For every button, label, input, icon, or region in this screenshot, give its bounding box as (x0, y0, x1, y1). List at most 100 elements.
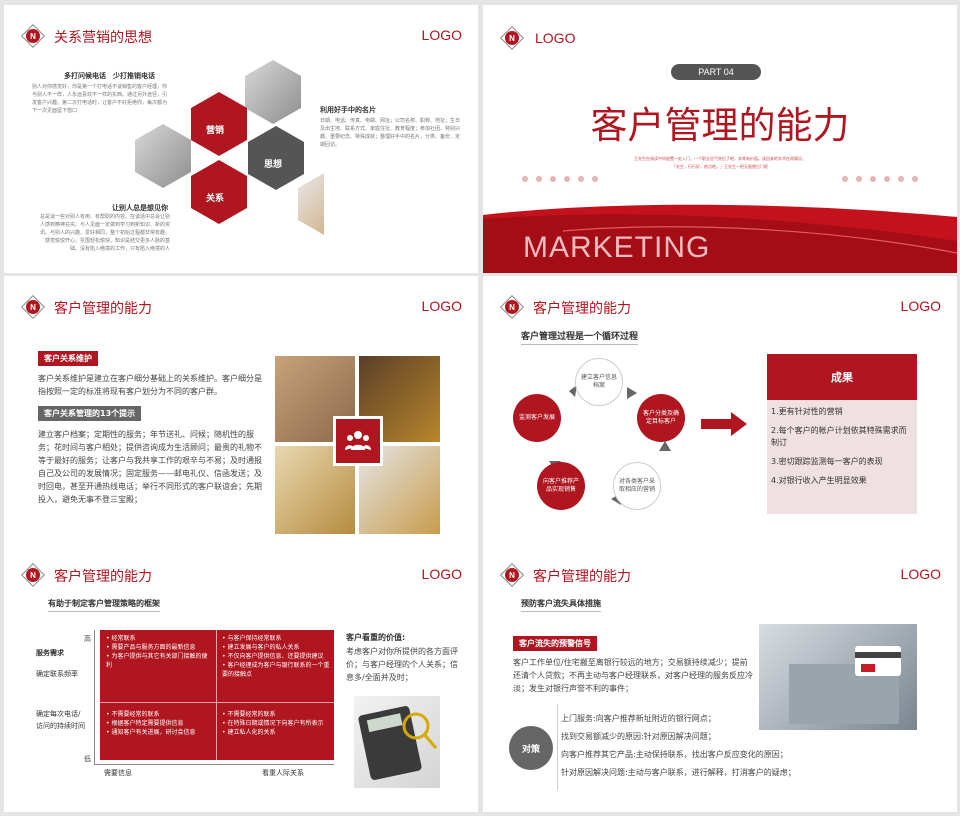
slide-title: 客户管理的能力 (533, 301, 631, 317)
node-monitor-development: 监测客户发展 (513, 394, 561, 442)
tips-text: 建立客户档案；定期性的服务；年节送礼、问候；随机性的服务；花时间与客户相处；提供… (38, 430, 262, 504)
maintenance-text: 客户关系维护是建立在客户细分基础上的关系维护。客户细分是指按照一定的标准将现有客… (38, 374, 262, 396)
photo-credit-card (759, 624, 917, 730)
quadrant-info-high: • 经常联系• 需要产品与服务方面的最新信息• 为客户提供与其它有关部门接触的便… (106, 635, 208, 669)
warning-text: 客户工作单位/住宅搬至离银行较远的地方；交易额持续减少；提前还清个人贷款；不再主… (513, 658, 753, 693)
team-icon-box (333, 416, 383, 466)
results-panel: 成果 1.更有针对性的营销 2.每个客户的帐户计划依其特殊需求而制订 3.密切跟… (767, 354, 917, 514)
cover-title: 客户管理的能力 (590, 104, 850, 147)
strategy-item: 上门服务:向客户推荐新址附近的银行网点； (561, 714, 716, 723)
team-icon (345, 431, 371, 450)
result-item: 3.密切跟踪监测每一客户的表现 (771, 457, 883, 466)
calculator-icon (358, 706, 438, 780)
svg-text:N: N (509, 571, 515, 580)
svg-text:N: N (30, 303, 36, 312)
x-label-info: 需要信息 (104, 769, 132, 777)
matrix-divider-v (216, 630, 217, 760)
logo-text: LOGO (421, 566, 462, 582)
block1-heading: 多打问候电话 少打推销电话 (64, 72, 155, 80)
quadrant-relation-low: • 不需要经常的联系• 在特殊日期或情况下向客户有所表示• 建立私人化的关系 (222, 711, 324, 736)
photo-hexagon-top (245, 60, 301, 124)
quadrant-info-low: • 不需要经常的联系• 根据客户特定需要提供信息• 通知客户有关进展，研讨会信息 (106, 711, 196, 736)
x-label-relation: 看重人际关系 (262, 769, 304, 777)
framework-matrix: • 经常联系• 需要产品与服务方面的最新信息• 为客户提供与其它有关部门接触的便… (100, 630, 334, 760)
svg-text:N: N (509, 303, 515, 312)
slide-title: 客户管理的能力 (54, 301, 152, 317)
maintenance-tag: 客户关系维护 (38, 351, 98, 366)
slide-title: 关系营销的思想 (54, 30, 152, 46)
slide-strategy-framework[interactable]: N 客户管理的能力 LOGO 有助于制定客户管理策略的框架 高 低 服务需求 确… (4, 544, 478, 812)
section-title: 预防客户流失具体措施 (521, 598, 601, 612)
axis-low: 低 (84, 755, 91, 763)
banner-text: MARKETING (523, 231, 711, 264)
hex-relation (191, 160, 247, 224)
slide-management-cycle[interactable]: N 客户管理的能力 LOGO 客户管理过程是一个循环过程 建立客户信息档案 客户… (483, 276, 957, 544)
process-title: 客户管理过程是一个循环过程 (521, 329, 639, 345)
block1-text: 别人对你感觉好，你是第一个打电话不谈销售的客户经理，你与别人不一样，人永远喜欢不… (32, 84, 168, 114)
logo-icon: N (499, 294, 525, 320)
logo-text: LOGO (421, 27, 462, 43)
result-item: 2.每个客户的帐户计划依其特殊需求而制订 (771, 426, 907, 447)
logo-icon: N (20, 23, 46, 49)
slide-title: 客户管理的能力 (533, 569, 631, 585)
block2-text: 日期、电话、传真、电邮、网址；公司名称、职称、地址；生日及出生地、联系方式、家庭… (320, 118, 461, 148)
slide-customer-maintenance[interactable]: N 客户管理的能力 LOGO 客户关系维护 客户关系维护是建立在客户细分基础上的… (4, 276, 478, 544)
tips-tag: 客户关系管理的13个提示 (38, 406, 142, 421)
logo-icon: N (20, 562, 46, 588)
node-build-archive: 建立客户信息档案 (575, 358, 623, 406)
strategy-divider (557, 704, 558, 790)
row-label: 服务需求 (36, 649, 64, 657)
result-item: 4.对银行收入产生明显效果 (771, 476, 867, 485)
row-label: 确定每次电话/访问的持续时间 (36, 710, 85, 730)
warning-tag: 客户流失的预警信号 (513, 636, 597, 651)
hexagon-cluster (135, 60, 324, 235)
cover-subtitle-2: 「先生，行行好，他点吧。」王先生一把无瓶便后门呢 (672, 164, 768, 169)
block2-heading: 利用好手中的名片 (320, 106, 376, 114)
logo-icon: N (499, 25, 525, 51)
y-axis-line (94, 630, 95, 764)
strategy-item: 向客户推荐其它产品:主动保持联系，找出客户反应变化的原因； (561, 750, 788, 759)
logo-text: LOGO (900, 566, 941, 582)
results-title: 成果 (767, 354, 917, 400)
row-label: 确定联系频率 (36, 670, 78, 678)
axis-high: 高 (84, 635, 91, 643)
hex-marketing (191, 92, 247, 156)
strategy-badge: 对策 (509, 726, 553, 770)
right-arrow-icon (701, 412, 747, 436)
slide-relationship-marketing[interactable]: N 关系营销的思想 LOGO 多打问候电话 少打推销电话 别人对你感觉好，你是第… (4, 5, 478, 273)
slide-part-cover[interactable]: N LOGO PART 04 客户管理的能力 王先生在阅读中间放置一处入门，一个… (483, 5, 957, 273)
photo-calculator (354, 696, 440, 788)
quadrant-relation-high: • 与客户保持经常联系• 建立发展与客户的私人关系• 不仅向客户提供信息、还要提… (222, 635, 330, 678)
framework-title: 有助于制定客户管理策略的框架 (48, 598, 160, 612)
dot-separator (522, 176, 918, 182)
strategy-item: 针对原因解决问题:主动与客户联系，进行解释，打消客户的疑虑； (561, 768, 796, 777)
slide-title: 客户管理的能力 (54, 569, 152, 585)
node-recommend-products: 向客户推荐产品实现销售 (537, 462, 585, 510)
logo-text: LOGO (900, 298, 941, 314)
cover-subtitle-1: 王先生在阅读中间放置一处入门，一个职业员气突后了吧，非常有价值。该回来的学术在网… (634, 156, 806, 161)
logo-icon: N (20, 294, 46, 320)
block3-text: 总是谈一些对别人有用、有帮助的内容。在谈话中总会让别人感到精神充实。与人见面一定… (40, 214, 171, 252)
x-axis-line (94, 764, 334, 765)
hex-thinking (248, 126, 304, 190)
svg-text:N: N (30, 32, 36, 41)
logo-text: LOGO (535, 30, 576, 46)
logo-text: LOGO (421, 298, 462, 314)
value-heading: 客户看重的价值: (346, 633, 406, 642)
hex-thinking-label: 思想 (264, 160, 283, 170)
node-classify-customers: 客户分类及确定目标客户 (637, 394, 685, 442)
credit-card-icon (789, 646, 901, 724)
hex-relation-label: 关系 (206, 194, 225, 204)
block3-heading: 让别人总是想见你 (112, 204, 168, 212)
photo-collage (275, 356, 440, 534)
svg-text:N: N (509, 34, 515, 43)
result-item: 1.更有针对性的营销 (771, 407, 843, 416)
node-targeted-marketing: 对各类客户采取相应的营销 (613, 462, 661, 510)
value-text: 考虑客户对你所提供的各方面评价；与客户经理的个人关系；信息多/全面并及时； (346, 647, 458, 682)
matrix-divider-h (100, 702, 334, 703)
hex-marketing-label: 营销 (206, 126, 225, 136)
photo-hexagon-left (135, 124, 191, 188)
strategy-item: 找到交易额减少的原因:针对原因解决问题； (561, 732, 716, 741)
slide-churn-prevention[interactable]: N 客户管理的能力 LOGO 预防客户流失具体措施 客户流失的预警信号 客户工作… (483, 544, 957, 812)
red-wave-banner (483, 204, 957, 273)
